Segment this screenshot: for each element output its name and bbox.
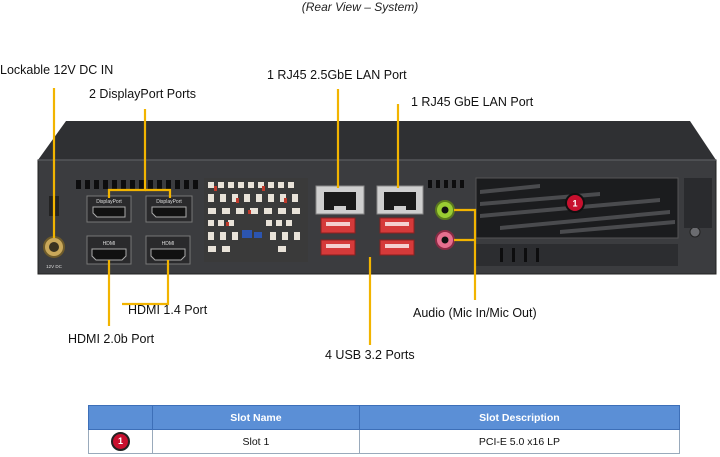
dp-left-label: DisplayPort <box>96 199 122 205</box>
displayport-right: DisplayPort <box>145 195 193 223</box>
pcie-expansion-slot <box>475 177 712 266</box>
callout-displayport: 2 DisplayPort Ports <box>89 87 196 101</box>
chassis-top <box>38 121 716 160</box>
header-slot-description: Slot Description <box>358 405 681 430</box>
svg-text:1: 1 <box>572 199 577 209</box>
leader-displayport-a <box>107 109 147 198</box>
hdmi-right: HDMI <box>145 235 191 265</box>
header-badge <box>88 405 153 430</box>
leader-hdmi-14 <box>122 260 170 306</box>
callout-hdmi-20: HDMI 2.0b Port <box>68 332 155 346</box>
vent-grille-middle <box>428 180 464 188</box>
leader-displayport-b <box>145 188 172 198</box>
vent-grille-left <box>76 180 198 189</box>
leader-audio <box>454 208 477 300</box>
row-badge-cell: 1 <box>88 429 153 454</box>
callout-hdmi-14: HDMI 1.4 Port <box>128 303 208 317</box>
hdmi-left: HDMI <box>86 235 132 265</box>
figure-caption: (Rear View – System) <box>301 0 419 14</box>
io-shield-block <box>204 178 308 262</box>
displayport-left: DisplayPort <box>86 195 132 223</box>
lan-port-gbe <box>376 185 424 215</box>
callout-dc-in: Lockable 12V DC IN <box>0 63 114 77</box>
slot-table-header: Slot Name Slot Description <box>88 405 681 430</box>
usb-ports <box>320 217 415 256</box>
slot-number-badge: 1 <box>111 432 130 451</box>
slot-1-badge: 1 <box>565 193 585 213</box>
header-slot-name: Slot Name <box>152 405 360 430</box>
system-rear-illustration: 12V DC DisplayPort DisplayPort HDMI HDMI <box>37 88 717 345</box>
lan-port-2-5gbe <box>315 185 365 215</box>
row-slot-description: PCI-E 5.0 x16 LP <box>358 429 681 454</box>
callout-usb: 4 USB 3.2 Ports <box>325 348 415 362</box>
callout-lan-2-5gbe: 1 RJ45 2.5GbE LAN Port <box>267 68 407 82</box>
table-row: 1 Slot 1 PCI-E 5.0 x16 LP <box>88 429 681 454</box>
hdmi-left-label: HDMI <box>103 241 116 247</box>
row-slot-name: Slot 1 <box>152 429 360 454</box>
hdmi-right-label: HDMI <box>162 241 175 247</box>
slot-table: Slot Name Slot Description 1 Slot 1 PCI-… <box>88 405 681 454</box>
callout-lan-gbe: 1 RJ45 GbE LAN Port <box>411 95 534 109</box>
dp-right-label: DisplayPort <box>156 199 182 205</box>
callout-leaders <box>52 88 477 345</box>
dc-panel-label: 12V DC <box>46 264 63 269</box>
callout-audio: Audio (Mic In/Mic Out) <box>413 306 537 320</box>
